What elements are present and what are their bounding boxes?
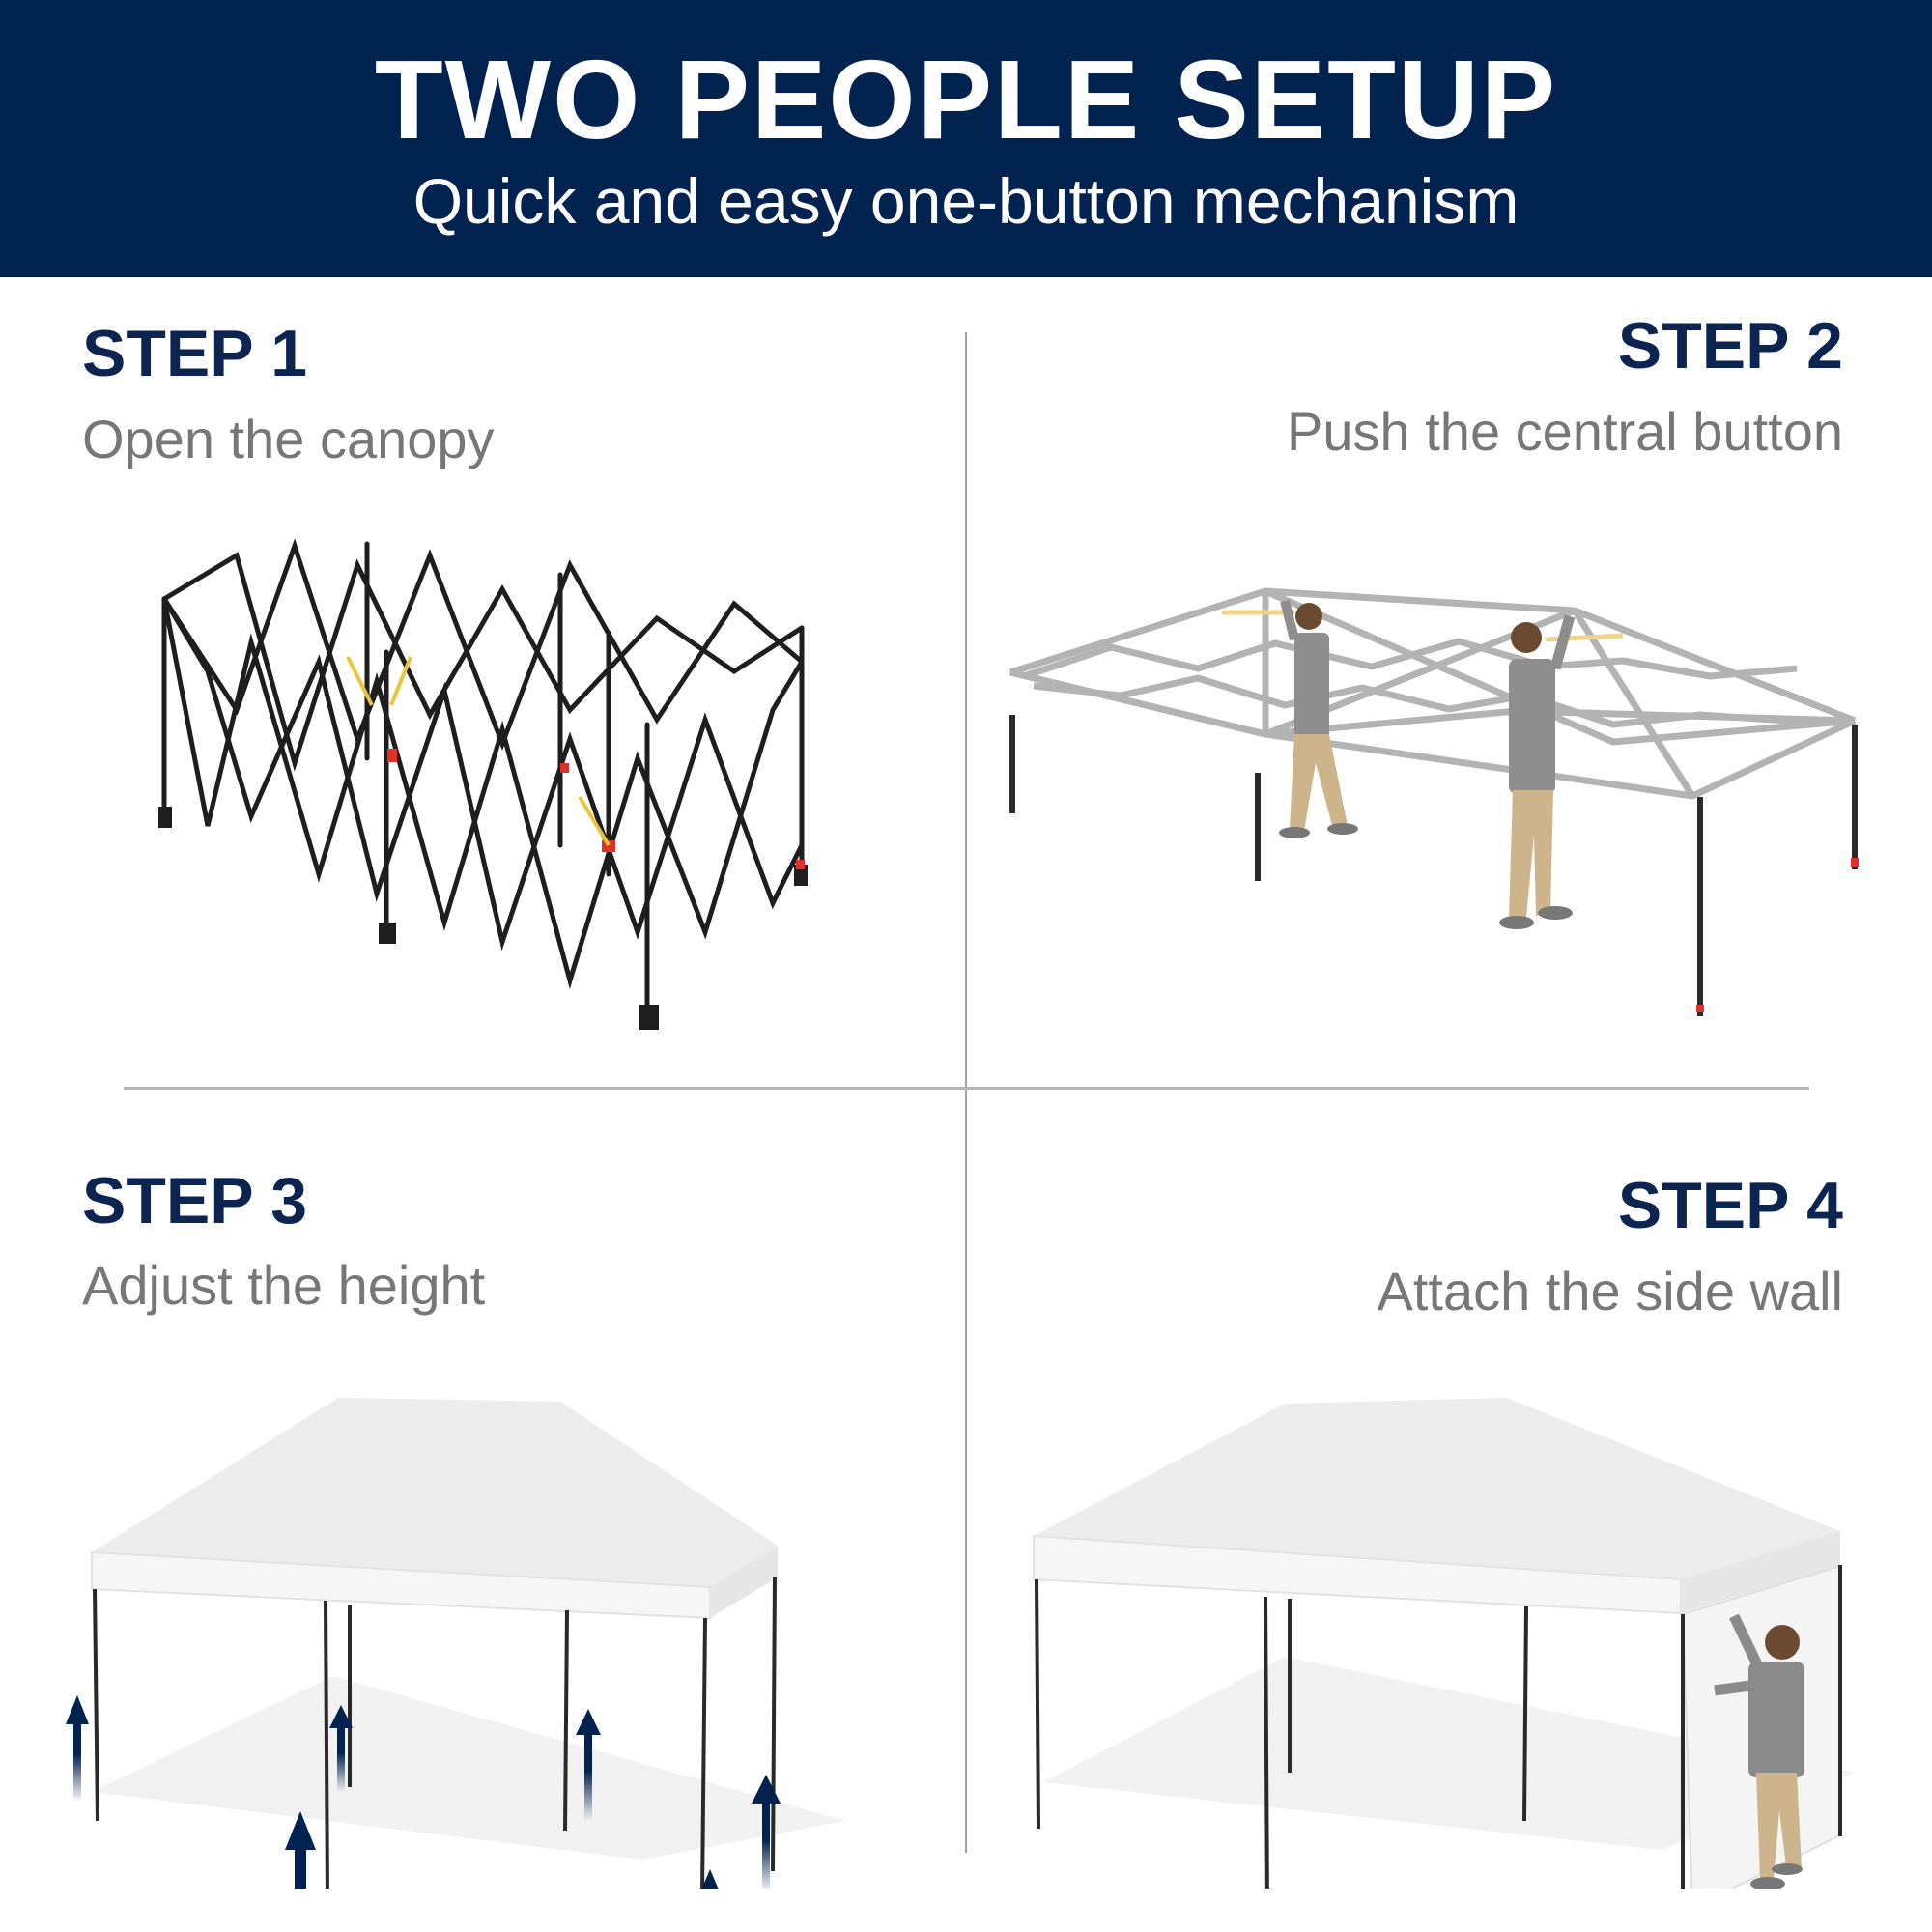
step-2-description: Push the central button	[1287, 401, 1843, 462]
canopy-side-wall-icon	[1033, 1398, 1855, 1889]
step-4-illustration	[1024, 1367, 1903, 1889]
step-3-description: Adjust the height	[82, 1255, 486, 1316]
step-1-description: Open the canopy	[82, 409, 495, 469]
expanded-frame-with-people-icon	[1009, 587, 1859, 1016]
folded-frame-icon	[158, 538, 808, 1030]
step-2-title: STEP 2	[1617, 309, 1843, 383]
header-banner: TWO PEOPLE SETUP Quick and easy one-butt…	[0, 0, 1932, 277]
step-3-illustration	[53, 1367, 942, 1889]
page-title: TWO PEOPLE SETUP	[374, 37, 1558, 162]
step-3-title: STEP 3	[82, 1164, 308, 1237]
horizontal-divider	[124, 1087, 1809, 1090]
step-1-title: STEP 1	[82, 317, 308, 390]
step-4-description: Attach the side wall	[1377, 1261, 1843, 1321]
vertical-divider	[965, 332, 967, 1853]
canopy-height-adjust-icon	[66, 1398, 845, 1889]
person-attaching-wall-icon	[1714, 1613, 1804, 1889]
step-2-illustration	[1005, 580, 1874, 1024]
step-4-title: STEP 4	[1617, 1169, 1843, 1242]
person-left-icon	[1279, 599, 1358, 838]
up-arrow-icons	[66, 1695, 781, 1889]
person-right-icon	[1499, 614, 1576, 929]
page-subtitle: Quick and easy one-button mechanism	[412, 165, 1520, 237]
step-1-illustration	[155, 526, 821, 1038]
